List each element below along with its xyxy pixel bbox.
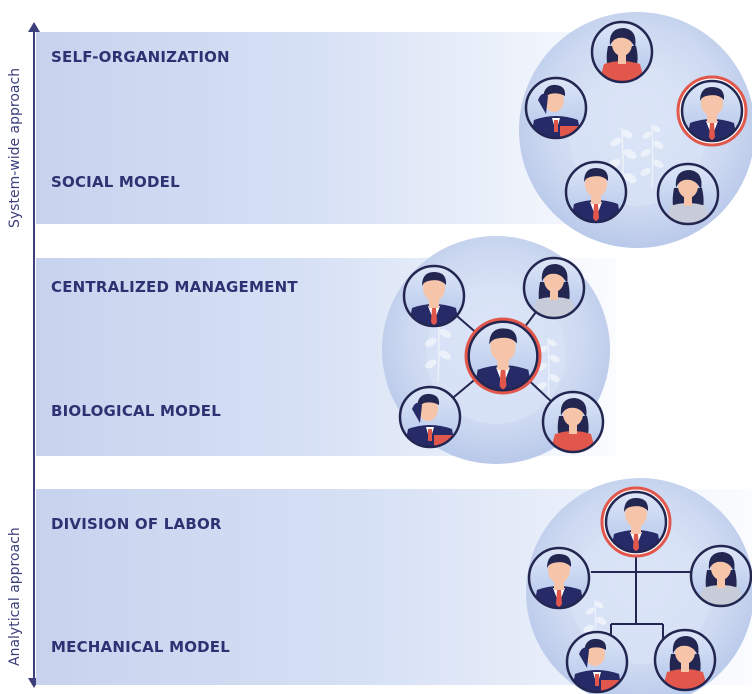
- axis-label-system-wide: System-wide approach: [7, 63, 23, 232]
- level-model-mechanical: MECHANICAL MODEL: [51, 638, 231, 656]
- level-title-self-organization: SELF-ORGANIZATION: [51, 48, 230, 66]
- level-title-centralized-management: CENTRALIZED MANAGEMENT: [51, 278, 298, 296]
- axis-label-analytical: Analytical approach: [7, 523, 23, 670]
- arrow-up-icon: [28, 22, 40, 32]
- man-laptop-person-icon: [567, 632, 627, 694]
- social-model-diagram: [519, 12, 752, 248]
- mechanical-model-diagram: [526, 478, 752, 694]
- level-model-social: SOCIAL MODEL: [51, 173, 180, 191]
- level-title-division-of-labor: DIVISION OF LABOR: [51, 515, 222, 533]
- arrow-down-icon: [28, 678, 40, 688]
- biological-model-diagram: [382, 236, 610, 464]
- vertical-axis-line: [33, 30, 35, 680]
- level-model-biological: BIOLOGICAL MODEL: [51, 402, 221, 420]
